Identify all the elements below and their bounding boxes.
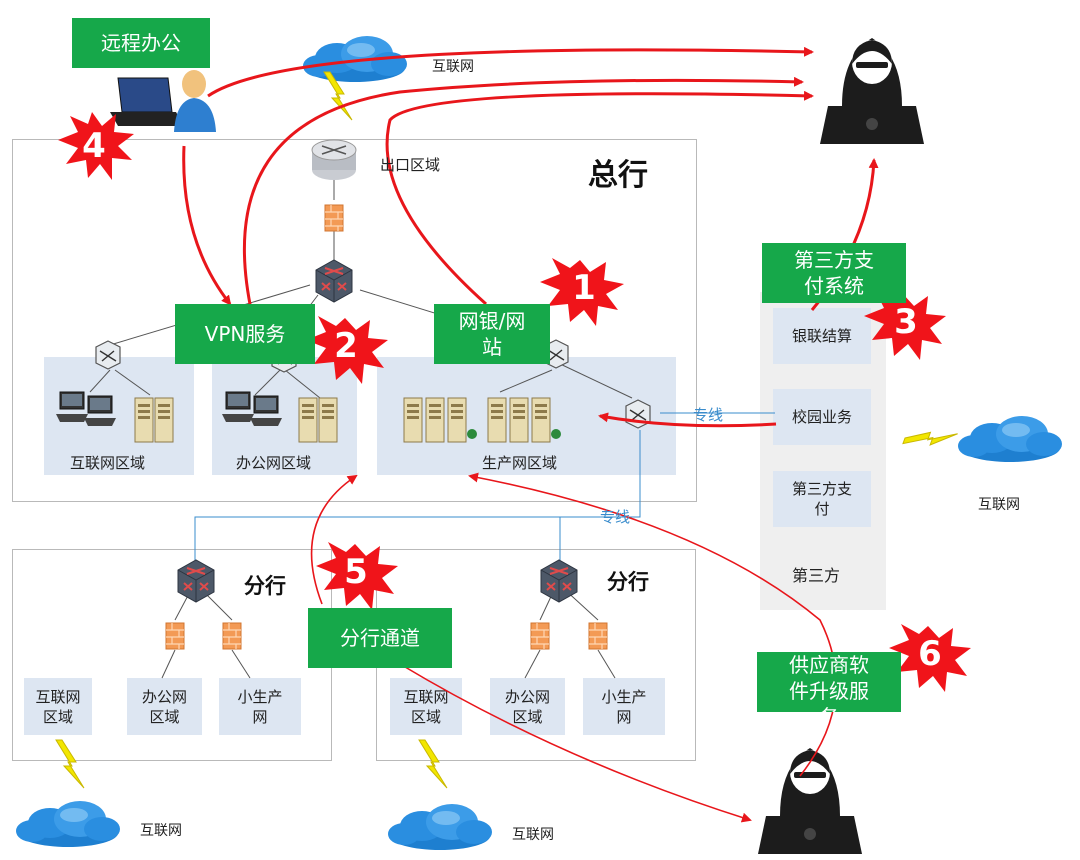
burst-3: 3 [894, 302, 918, 342]
burst-6: 6 [918, 634, 942, 674]
remote-office-label: 远程办公 [72, 18, 210, 68]
branch-right-internet-zone: 互联网 区域 [390, 678, 462, 735]
branch-right-small-prod-zone: 小生产 网 [583, 678, 665, 735]
internet-label-bottom-left: 互联网 [140, 823, 182, 839]
burst-4: 4 [82, 126, 106, 166]
burst-1: 1 [572, 268, 596, 308]
headquarters-title: 总行 [588, 158, 648, 193]
internet-label-top: 互联网 [432, 59, 474, 75]
branch-left-internet-zone: 互联网 区域 [24, 678, 92, 735]
branch-left-small-prod-zone: 小生产 网 [219, 678, 301, 735]
unionpay-item: 银联结算 [773, 308, 871, 364]
vendor-upgrade-label: 供应商软 件升级服 务 [757, 652, 901, 712]
burst-2: 2 [334, 326, 358, 366]
branch-channel-label: 分行通道 [308, 608, 452, 668]
internet-label-right: 互联网 [978, 497, 1020, 513]
campus-item: 校园业务 [773, 389, 871, 445]
ebank-site-label: 网银/网 站 [434, 304, 550, 364]
hq-production-zone-label: 生产网区域 [482, 454, 558, 472]
third-pay-system-label: 第三方支 付系统 [762, 243, 906, 303]
vpn-service-label: VPN服务 [175, 304, 315, 364]
branch-right-office-zone: 办公网 区域 [490, 678, 565, 735]
burst-5: 5 [344, 552, 368, 592]
branch-title-right: 分行 [607, 570, 649, 594]
hq-office-zone-label: 办公网区域 [236, 454, 312, 472]
exit-zone-label: 出口区域 [380, 156, 441, 174]
dedicated-line-label-bottom: 专线 [600, 508, 631, 526]
internet-label-bottom-mid: 互联网 [512, 827, 554, 843]
branch-left-office-zone: 办公网 区域 [127, 678, 202, 735]
third-pay-item: 第三方支 付 [773, 471, 871, 527]
branch-title-left: 分行 [244, 574, 286, 598]
hq-internet-zone-label: 互联网区域 [70, 454, 146, 472]
third-party-label: 第三方 [792, 566, 841, 585]
dedicated-line-label-top: 专线 [693, 406, 724, 424]
